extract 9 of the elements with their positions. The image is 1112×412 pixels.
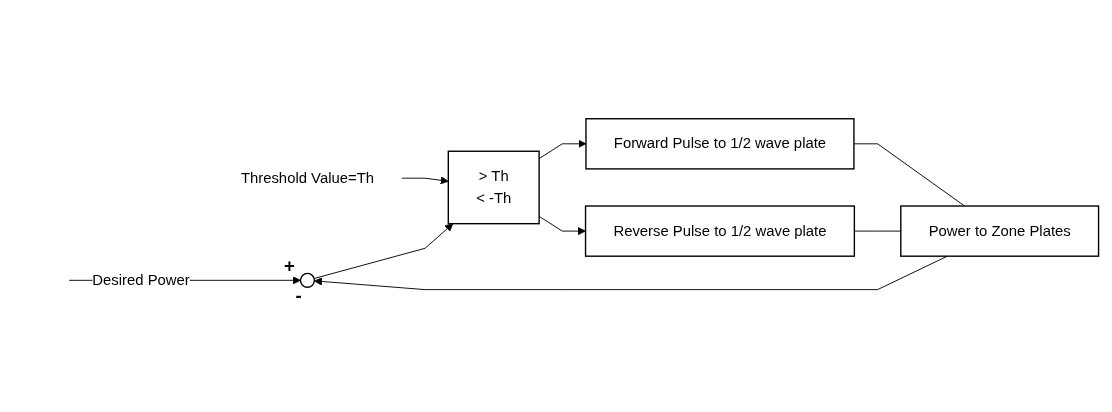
node-box: Power to Zone Plates <box>900 204 1100 257</box>
node-text: Threshold Value=Th <box>240 169 375 186</box>
sign-label: - <box>295 284 302 306</box>
node-box: Reverse Pulse to 1/2 wave plate <box>584 204 856 257</box>
node-box: Forward Pulse to 1/2 wave plate <box>585 117 855 170</box>
edge-label: Desired Power <box>92 271 190 288</box>
node-circle <box>299 272 316 288</box>
node-box: > Th < -Th <box>447 150 540 224</box>
sign-label: + <box>284 254 295 275</box>
